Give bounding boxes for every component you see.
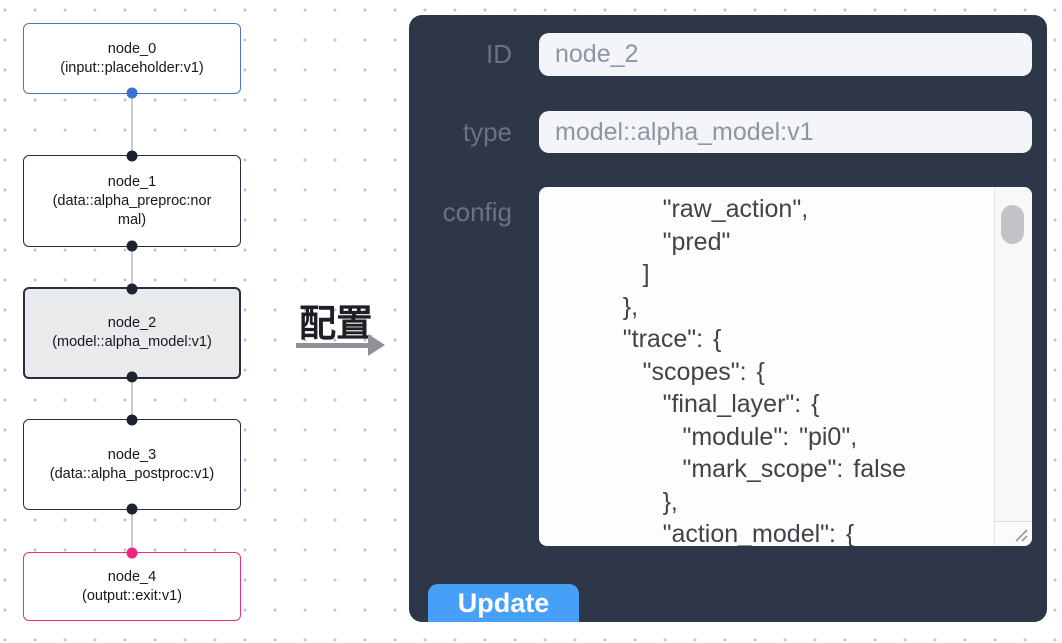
port-handle[interactable] [126,283,138,295]
config-field-label: config [442,197,512,227]
node-title: node_1 [107,173,157,190]
port-handle[interactable] [126,414,138,426]
node-title: node_2 [107,315,157,331]
flow-node-0[interactable]: node_0 (input::placeholder:v1) [23,23,241,99]
resize-handle-icon[interactable] [1013,527,1029,543]
node-type: (data::alpha_preproc:normal) [52,192,212,228]
node-type: (model::alpha_model:v1) [52,334,212,350]
scrollbar-thumb[interactable] [1001,205,1024,244]
node-type: (output::exit:v1) [82,587,182,604]
edge-node3-node4 [131,510,133,552]
flow-node-1[interactable]: node_1 (data::alpha_preproc:normal) [23,150,241,252]
config-panel: ID type config "raw_action", "pred" ] },… [409,15,1047,622]
config-textarea[interactable]: "raw_action", "pred" ] }, "trace": { "sc… [539,187,1032,546]
node-title: node_4 [107,568,157,585]
id-input[interactable] [539,33,1032,76]
edge-node1-node2 [131,247,133,287]
transfer-label: 配置 [299,303,373,344]
port-handle[interactable] [126,503,138,515]
config-json-text: "raw_action", "pred" ] }, "trace": { "sc… [622,195,907,546]
port-handle[interactable] [126,150,138,162]
type-input[interactable] [539,111,1032,153]
node-title: node_3 [107,446,157,463]
node-type: (data::alpha_postproc:v1) [49,465,215,482]
flow-node-2-selected[interactable]: node_2 (model::alpha_model:v1) [23,283,241,383]
update-button[interactable]: Update [428,584,579,622]
edge-node0-node1 [131,94,133,155]
port-handle[interactable] [126,240,138,252]
flow-node-3[interactable]: node_3 (data::alpha_postproc:v1) [23,414,241,515]
node-title: node_0 [107,40,157,57]
port-handle[interactable] [126,547,138,559]
type-field-label: type [462,117,512,147]
edge-node2-node3 [131,379,133,419]
arrow-right-icon [296,334,388,356]
id-field-label: ID [486,39,512,69]
scrollbar-corner [994,521,1032,546]
port-handle[interactable] [126,87,138,99]
config-scrollbar[interactable] [994,187,1032,546]
port-handle[interactable] [126,371,138,383]
flow-node-4[interactable]: node_4 (output::exit:v1) [23,547,241,621]
node-type: (input::placeholder:v1) [60,59,204,76]
